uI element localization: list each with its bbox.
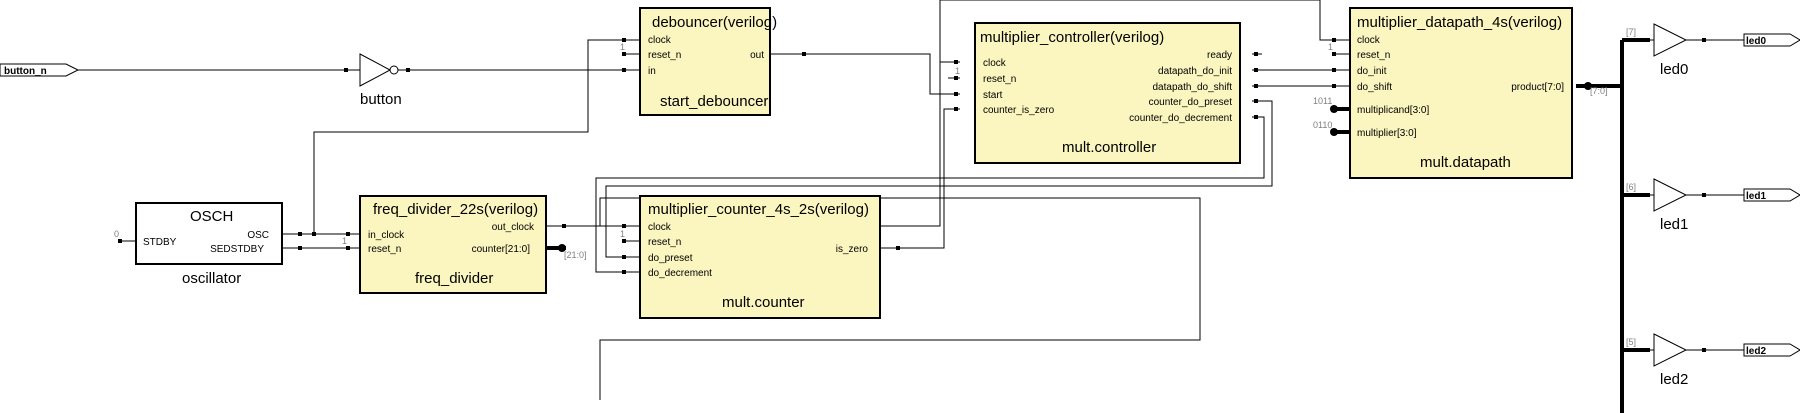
bus-labels: [21:0] [7:0] [7] [6] [5] <box>564 27 1636 347</box>
junctions <box>118 38 1706 352</box>
pin-counter-is-zero: counter_is_zero <box>983 105 1055 116</box>
pin-counter: counter[21:0] <box>472 244 531 255</box>
block-instance: mult.counter <box>722 294 805 311</box>
buffer-led2[interactable]: led2 <box>1653 333 1688 388</box>
const-one-controller: 1 <box>955 66 960 76</box>
const-multiplier: 0110 <box>1313 120 1332 130</box>
block-instance: oscillator <box>182 270 241 287</box>
pin-clock: clock <box>983 58 1007 69</box>
pin-reset-n: reset_n <box>1357 50 1390 61</box>
constants: 1 1 1 1 1 0 1011 0110 <box>114 42 1333 246</box>
pin-do-preset: do_preset <box>648 253 693 264</box>
pin-stdby: STDBY <box>143 237 177 248</box>
bus-label-counter: [21:0] <box>564 250 587 260</box>
const-one-counter: 1 <box>620 229 625 239</box>
pin-do-init: do_init <box>1357 66 1387 77</box>
pin-clock: clock <box>648 222 672 233</box>
block-instance: mult.controller <box>1062 139 1156 156</box>
gate-label-button: button <box>360 91 402 108</box>
block-osch[interactable]: OSCH STDBY OSC SEDSTDBY oscillator <box>135 202 283 287</box>
block-debouncer[interactable]: debouncer(verilog) clock reset_n in out … <box>639 7 777 116</box>
block-title: freq_divider_22s(verilog) <box>373 201 538 218</box>
output-port-led0[interactable]: led0 <box>1743 33 1800 47</box>
buffer-led0[interactable]: led0 <box>1653 23 1688 78</box>
const-one-freq-divider: 1 <box>342 236 347 246</box>
pin-out: out <box>750 50 764 61</box>
pin-datapath-do-shift: datapath_do_shift <box>1152 82 1232 93</box>
block-title: multiplier_counter_4s_2s(verilog) <box>648 201 869 218</box>
pin-datapath-do-init: datapath_do_init <box>1158 66 1232 77</box>
pin-start: start <box>983 90 1003 101</box>
pin-reset-n: reset_n <box>368 244 401 255</box>
pin-in: in <box>648 66 656 77</box>
port-label-led2: led2 <box>1746 346 1766 357</box>
block-title: multiplier_controller(verilog) <box>980 29 1164 46</box>
const-zero-stdby: 0 <box>114 229 119 239</box>
gate-label-led1: led1 <box>1660 216 1688 233</box>
bus-label-product: [7:0] <box>1590 86 1608 96</box>
block-title: multiplier_datapath_4s(verilog) <box>1357 14 1562 31</box>
gate-label-led0: led0 <box>1660 61 1688 78</box>
output-port-led2[interactable]: led2 <box>1743 343 1800 357</box>
inverter-button[interactable]: button <box>359 53 402 108</box>
buffer-led1[interactable]: led1 <box>1653 178 1688 233</box>
pin-osc: OSC <box>247 230 269 241</box>
const-one-debouncer: 1 <box>620 42 625 52</box>
pin-counter-do-preset: counter_do_preset <box>1149 97 1233 108</box>
const-one-datapath: 1 <box>1328 42 1333 52</box>
block-title: OSCH <box>190 208 233 225</box>
pin-in-clock: in_clock <box>368 230 405 241</box>
block-instance: start_debouncer <box>660 93 768 110</box>
output-port-led1[interactable]: led1 <box>1743 188 1800 202</box>
pin-clock: clock <box>648 35 672 46</box>
pin-ready: ready <box>1207 50 1232 61</box>
block-freq-divider[interactable]: freq_divider_22s(verilog) in_clock reset… <box>359 195 547 294</box>
block-multiplier-controller[interactable]: multiplier_controller(verilog) clock res… <box>974 22 1241 164</box>
pin-do-shift: do_shift <box>1357 82 1392 93</box>
const-multiplicand: 1011 <box>1313 96 1332 106</box>
input-port-button-n[interactable]: button_n <box>0 63 80 77</box>
pin-clock: clock <box>1357 35 1381 46</box>
pin-multiplicand: multiplicand[3:0] <box>1357 105 1429 116</box>
bus-label-bit7: [7] <box>1626 27 1636 37</box>
block-multiplier-counter[interactable]: multiplier_counter_4s_2s(verilog) clock … <box>639 195 881 319</box>
port-label-led1: led1 <box>1746 191 1766 202</box>
pin-multiplier: multiplier[3:0] <box>1357 128 1417 139</box>
pin-product: product[7:0] <box>1511 82 1564 93</box>
gate-label-led2: led2 <box>1660 371 1688 388</box>
pin-out-clock: out_clock <box>492 222 535 233</box>
port-label-led0: led0 <box>1746 36 1766 47</box>
pin-is-zero: is_zero <box>836 244 869 255</box>
pin-reset-n: reset_n <box>648 237 681 248</box>
bus-label-bit5: [5] <box>1626 337 1636 347</box>
bus-label-bit6: [6] <box>1626 182 1636 192</box>
block-title: debouncer(verilog) <box>652 14 777 31</box>
block-instance: mult.datapath <box>1420 154 1511 171</box>
pin-counter-do-decrement: counter_do_decrement <box>1129 113 1232 124</box>
pin-reset-n: reset_n <box>983 74 1016 85</box>
port-label-button-n: button_n <box>4 66 47 77</box>
pin-do-decrement: do_decrement <box>648 268 712 279</box>
block-multiplier-datapath[interactable]: multiplier_datapath_4s(verilog) clock re… <box>1349 7 1573 179</box>
block-instance: freq_divider <box>415 270 493 287</box>
pin-sedstdby: SEDSTDBY <box>210 244 264 255</box>
pin-reset-n: reset_n <box>648 50 681 61</box>
